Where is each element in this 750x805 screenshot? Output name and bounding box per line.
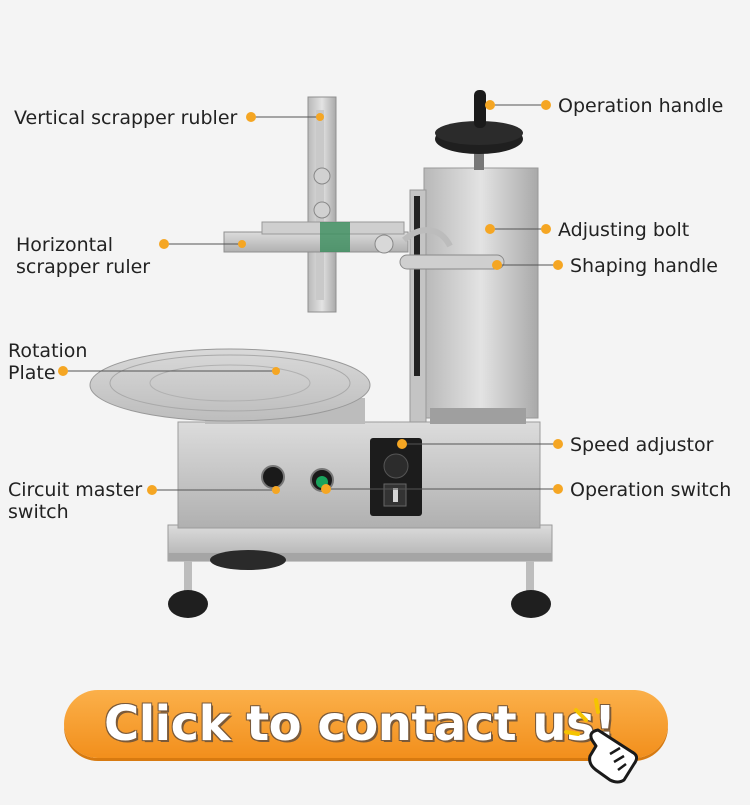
pointing-hand-icon	[564, 698, 639, 784]
dot-speed-adjustor	[397, 439, 407, 449]
label-vertical-ruler: Vertical scrapper rubler	[14, 107, 238, 129]
dot-adjusting-bolt	[485, 224, 495, 234]
circuit-switch-knob	[261, 465, 285, 489]
dot-rotation-plate-end	[272, 367, 280, 375]
dot-horizontal-ruler	[159, 239, 169, 249]
dot-shaping-handle-end	[553, 260, 563, 270]
tower-column	[423, 167, 539, 419]
dot-circuit-switch-end	[272, 486, 280, 494]
foot-right	[511, 590, 551, 618]
foot-left-stem	[184, 561, 192, 593]
dot-operation-handle	[485, 100, 495, 110]
contact-us-button[interactable]: Click to contact us!	[64, 690, 668, 758]
cabinet	[177, 421, 541, 529]
dot-operation-handle-end	[541, 100, 551, 110]
label-adjusting-bolt: Adjusting bolt	[558, 219, 690, 241]
dot-operation-switch	[321, 484, 331, 494]
label-rotation-plate-line1: Rotation	[8, 340, 88, 362]
label-horizontal-ruler-line1: Horizontal	[16, 234, 114, 256]
label-shaping-handle: Shaping handle	[570, 255, 718, 277]
foot-right-stem	[526, 561, 534, 591]
dot-circuit-switch	[147, 485, 157, 495]
label-horizontal-ruler-line2: scrapper ruler	[16, 256, 151, 278]
dot-speed-adjustor-end	[553, 439, 563, 449]
contact-us-button-label: Click to contact us!	[104, 696, 616, 752]
dot-adjusting-bolt-end	[541, 224, 551, 234]
dot-vertical-ruler-end	[316, 113, 324, 121]
rotation-plate	[89, 348, 371, 422]
label-circuit-switch-line2: switch	[8, 501, 69, 523]
motor-base	[210, 550, 286, 570]
label-operation-switch: Operation switch	[570, 479, 732, 501]
foot-left	[168, 590, 208, 618]
dot-operation-switch-end	[553, 484, 563, 494]
label-circuit-switch-line1: Circuit master	[8, 479, 143, 501]
label-speed-adjustor: Speed adjustor	[570, 434, 714, 456]
dot-rotation-plate	[58, 366, 68, 376]
dot-horizontal-ruler-end	[238, 240, 246, 248]
shaping-handle	[399, 254, 505, 270]
label-operation-handle: Operation handle	[558, 95, 724, 117]
dot-vertical-ruler	[246, 112, 256, 122]
handle-grip	[474, 90, 486, 128]
label-rotation-plate-line2: Plate	[8, 362, 56, 384]
dot-shaping-handle	[492, 260, 502, 270]
